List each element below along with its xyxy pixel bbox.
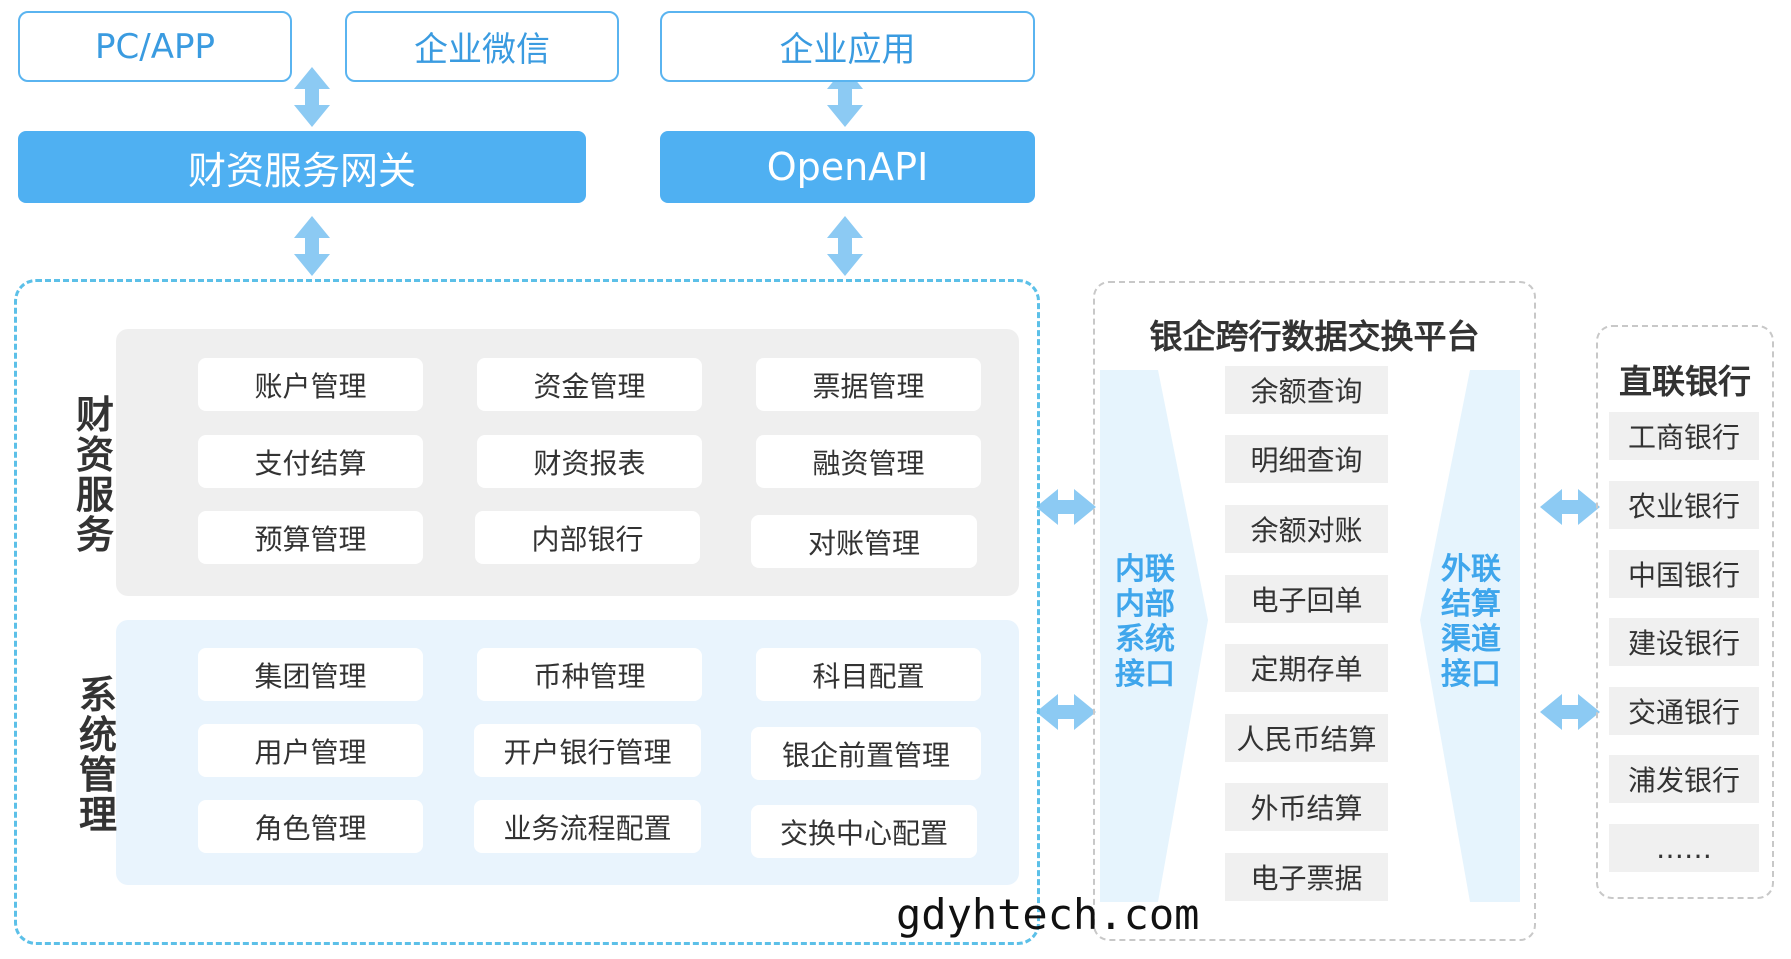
- finance-item: 对账管理: [751, 515, 977, 568]
- arrow-openapi-panel: [827, 216, 863, 276]
- pc-app-box: PC/APP: [18, 11, 292, 82]
- pc-app-label: PC/APP: [95, 26, 215, 67]
- finance-item: 财资报表: [477, 435, 702, 488]
- finance-item: 资金管理: [477, 358, 702, 411]
- system-item: 科目配置: [756, 648, 981, 701]
- system-item: 角色管理: [198, 800, 423, 853]
- finance-item: 支付结算: [198, 435, 423, 488]
- outer-interface-label: 外联结算渠道接口: [1441, 552, 1501, 692]
- exchange-item: 外币结算: [1225, 783, 1388, 831]
- enterprise-app-box: 企业应用: [660, 11, 1035, 82]
- exchange-item: 明细查询: [1225, 435, 1388, 483]
- wechat-label: 企业微信: [414, 30, 550, 70]
- exchange-item: 定期存单: [1225, 644, 1388, 692]
- system-item: 银企前置管理: [751, 727, 981, 780]
- system-item: 币种管理: [477, 648, 702, 701]
- wechat-box: 企业微信: [345, 11, 619, 82]
- exchange-item: 余额对账: [1225, 505, 1388, 553]
- arrow-panel-exchange-2: [1036, 694, 1096, 730]
- finance-title: 财资服务: [75, 393, 114, 557]
- exchange-item: 电子票据: [1225, 853, 1388, 901]
- gateway-label: 财资服务网关: [187, 148, 416, 193]
- system-item: 用户管理: [198, 724, 423, 777]
- system-item: 开户银行管理: [474, 724, 701, 777]
- banks-title: 直联银行: [1619, 362, 1751, 401]
- system-title: 系统管理: [78, 673, 117, 837]
- system-item: 集团管理: [198, 648, 423, 701]
- bank-item: 建设银行: [1609, 618, 1759, 666]
- finance-item: 预算管理: [198, 511, 423, 564]
- exchange-title: 银企跨行数据交换平台: [1149, 317, 1480, 356]
- main-panel: [14, 279, 1040, 945]
- bank-item: 农业银行: [1609, 481, 1759, 529]
- gateway-bar: 财资服务网关: [18, 131, 586, 203]
- system-item: 业务流程配置: [474, 800, 701, 853]
- outer-chevron: [1420, 370, 1520, 902]
- bank-item: 工商银行: [1609, 412, 1759, 460]
- bank-item: ……: [1609, 824, 1759, 872]
- finance-item: 内部银行: [475, 511, 700, 564]
- bank-item: 交通银行: [1609, 687, 1759, 735]
- exchange-platform-panel: [1093, 281, 1536, 941]
- bank-item: 中国银行: [1609, 550, 1759, 598]
- arrow-panel-exchange-1: [1036, 489, 1096, 525]
- watermark-text: gdyhtech.com: [896, 890, 1200, 939]
- direct-banks-panel: [1596, 325, 1774, 899]
- enterprise-app-label: 企业应用: [779, 30, 916, 70]
- bank-item: 浦发银行: [1609, 755, 1759, 803]
- openapi-label: OpenAPI: [766, 145, 929, 189]
- finance-item: 融资管理: [756, 435, 981, 488]
- exchange-item: 余额查询: [1225, 366, 1388, 414]
- exchange-item: 电子回单: [1225, 575, 1388, 623]
- finance-item: 账户管理: [198, 358, 423, 411]
- finance-item: 票据管理: [756, 358, 981, 411]
- arrow-pcapp-gateway: [294, 67, 330, 127]
- inner-interface-label: 内联内部系统接口: [1115, 552, 1175, 692]
- exchange-item: 人民币结算: [1225, 714, 1388, 762]
- arrow-exchange-banks-1: [1540, 489, 1600, 525]
- arrow-gateway-panel: [294, 216, 330, 276]
- openapi-bar: OpenAPI: [660, 131, 1035, 203]
- system-item: 交换中心配置: [751, 805, 977, 858]
- arrow-exchange-banks-2: [1540, 694, 1600, 730]
- inner-chevron: [1100, 370, 1208, 902]
